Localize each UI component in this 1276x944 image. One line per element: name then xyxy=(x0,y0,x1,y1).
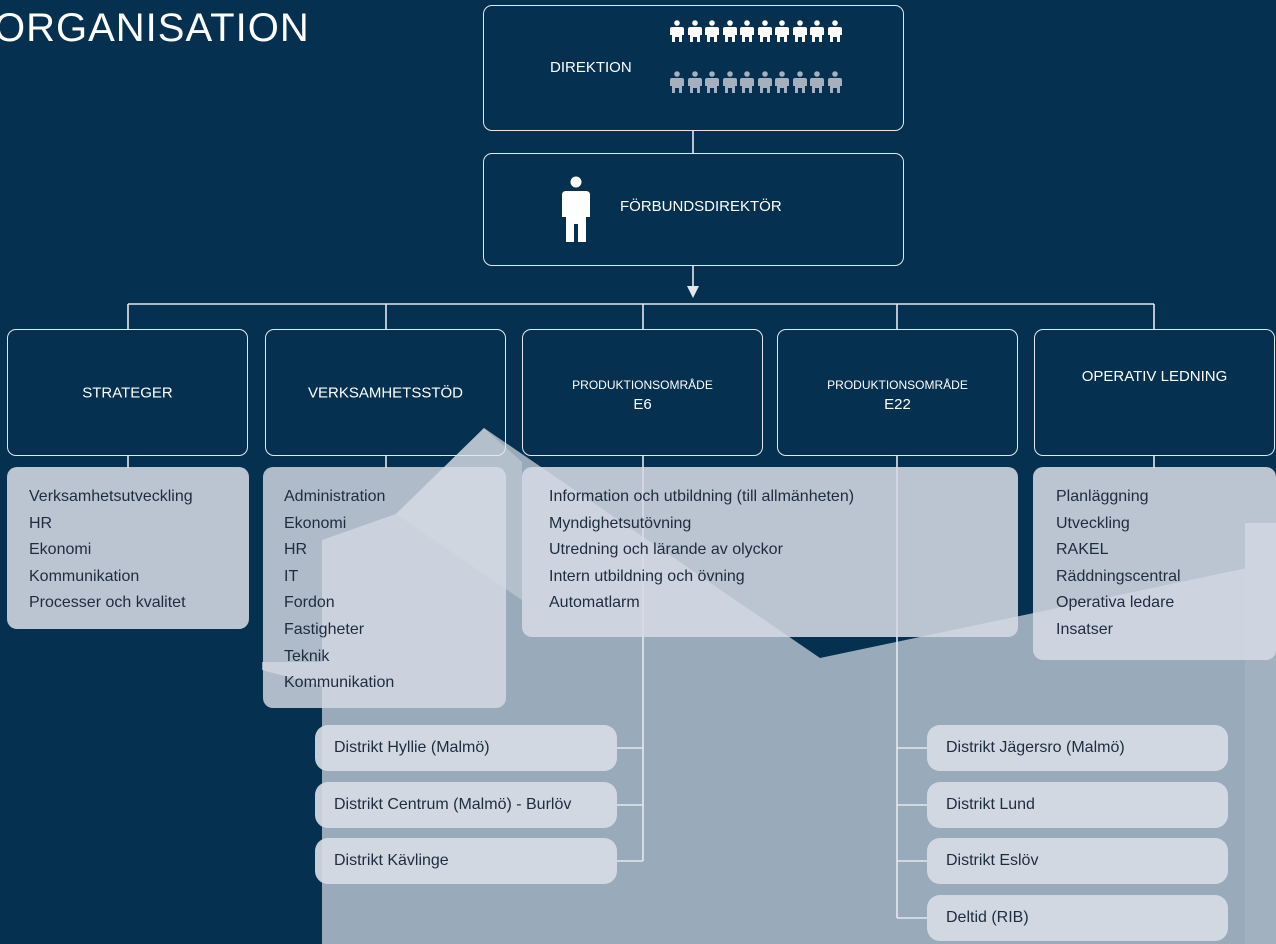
list-item: Intern utbildning och övning xyxy=(549,567,745,585)
list-item: Planläggning xyxy=(1056,488,1149,505)
dept-label-line1: PRODUKTIONSOMRÅDE xyxy=(827,378,968,392)
person-icon xyxy=(722,20,737,42)
person-icon xyxy=(670,71,684,93)
person-icon xyxy=(810,20,824,42)
list-item: IT xyxy=(284,567,299,585)
direktion-label: DIREKTION xyxy=(550,59,632,76)
person-icon xyxy=(757,20,772,42)
person-icon xyxy=(827,71,842,93)
verksamhetsstod-items-card: Administration Ekonomi HR IT Fordon Fast… xyxy=(263,467,506,708)
dept-strateger-box: STRATEGER xyxy=(7,329,248,456)
list-item: Kommunikation xyxy=(29,567,140,585)
list-item: Information och utbildning (till allmänh… xyxy=(549,488,855,505)
person-icon xyxy=(562,176,590,242)
list-item: Ekonomi xyxy=(284,514,347,532)
person-icon xyxy=(792,20,807,42)
list-item: Administration xyxy=(284,488,386,505)
person-icon xyxy=(687,71,702,93)
dept-label: OPERATIV LEDNING xyxy=(1081,368,1228,385)
list-item: HR xyxy=(284,541,308,559)
person-icon xyxy=(722,71,737,93)
people-group-icon xyxy=(670,20,842,42)
list-item: Insatser xyxy=(1056,620,1113,638)
person-icon xyxy=(775,71,789,93)
list-item: Teknik xyxy=(284,647,330,665)
people-group-icon xyxy=(670,71,842,93)
list-item: RAKEL xyxy=(1056,541,1109,559)
list-item: Räddningscentral xyxy=(1056,567,1181,585)
person-icon xyxy=(670,20,684,42)
list-item: Fordon xyxy=(284,594,335,612)
arrow-down-icon xyxy=(687,286,699,298)
person-icon xyxy=(775,20,789,42)
district-item: Distrikt Eslöv xyxy=(927,838,1228,884)
produktion-e6-items-card: Information och utbildning (till allmänh… xyxy=(522,467,1018,637)
district-item: Distrikt Lund xyxy=(927,782,1228,828)
operativ-ledning-items-card: Planläggning Utveckling RAKEL Räddningsc… xyxy=(1033,467,1276,660)
list-item: Myndighetsutövning xyxy=(549,514,692,532)
page-title: ORGANISATION xyxy=(0,6,310,50)
strateger-items-card: Verksamhetsutveckling HR Ekonomi Kommuni… xyxy=(7,467,249,629)
list-item: Fastigheter xyxy=(284,620,365,638)
district-item: Distrikt Hyllie (Malmö) xyxy=(315,725,617,771)
list-item: Kommunikation xyxy=(284,674,395,692)
person-icon xyxy=(827,20,842,42)
direktion-box: DIREKTION xyxy=(483,5,904,131)
dept-label-line1: PRODUKTIONSOMRÅDE xyxy=(572,378,713,392)
list-item: Utveckling xyxy=(1056,514,1130,532)
dept-produktion-e6-box: PRODUKTIONSOMRÅDE E6 xyxy=(522,329,763,456)
person-icon xyxy=(740,20,754,42)
district-item: Distrikt Kävlinge xyxy=(315,838,617,884)
district-item: Distrikt Jägersro (Malmö) xyxy=(927,725,1228,771)
dept-label-line2: E6 xyxy=(633,396,652,413)
dept-label: VERKSAMHETSSTÖD xyxy=(307,384,464,401)
list-item: Verksamhetsutveckling xyxy=(29,488,193,505)
list-item: Processer och kvalitet xyxy=(29,594,186,612)
list-item: HR xyxy=(29,514,53,532)
list-item: Automatlarm xyxy=(549,594,640,612)
person-icon xyxy=(740,71,754,93)
dept-operativ-ledning-box: OPERATIV LEDNING xyxy=(1034,329,1275,456)
person-icon xyxy=(687,20,702,42)
dept-label-line2: E22 xyxy=(884,396,911,413)
person-icon xyxy=(810,71,824,93)
list-item: Ekonomi xyxy=(29,541,92,559)
dept-verksamhetsstod-box: VERKSAMHETSSTÖD xyxy=(265,329,506,456)
person-icon xyxy=(705,20,719,42)
person-icon xyxy=(705,71,719,93)
person-icon xyxy=(757,71,772,93)
dept-produktion-e22-box: PRODUKTIONSOMRÅDE E22 xyxy=(777,329,1018,456)
director-label: FÖRBUNDSDIREKTÖR xyxy=(620,198,782,215)
person-icon xyxy=(792,71,807,93)
director-box: FÖRBUNDSDIREKTÖR xyxy=(483,153,904,266)
district-item: Distrikt Centrum (Malmö) - Burlöv xyxy=(315,782,617,828)
list-item: Operativa ledare xyxy=(1056,594,1175,612)
list-item: Utredning och lärande av olyckor xyxy=(549,541,783,559)
district-item: Deltid (RIB) xyxy=(927,895,1228,941)
dept-label: STRATEGER xyxy=(82,384,173,401)
